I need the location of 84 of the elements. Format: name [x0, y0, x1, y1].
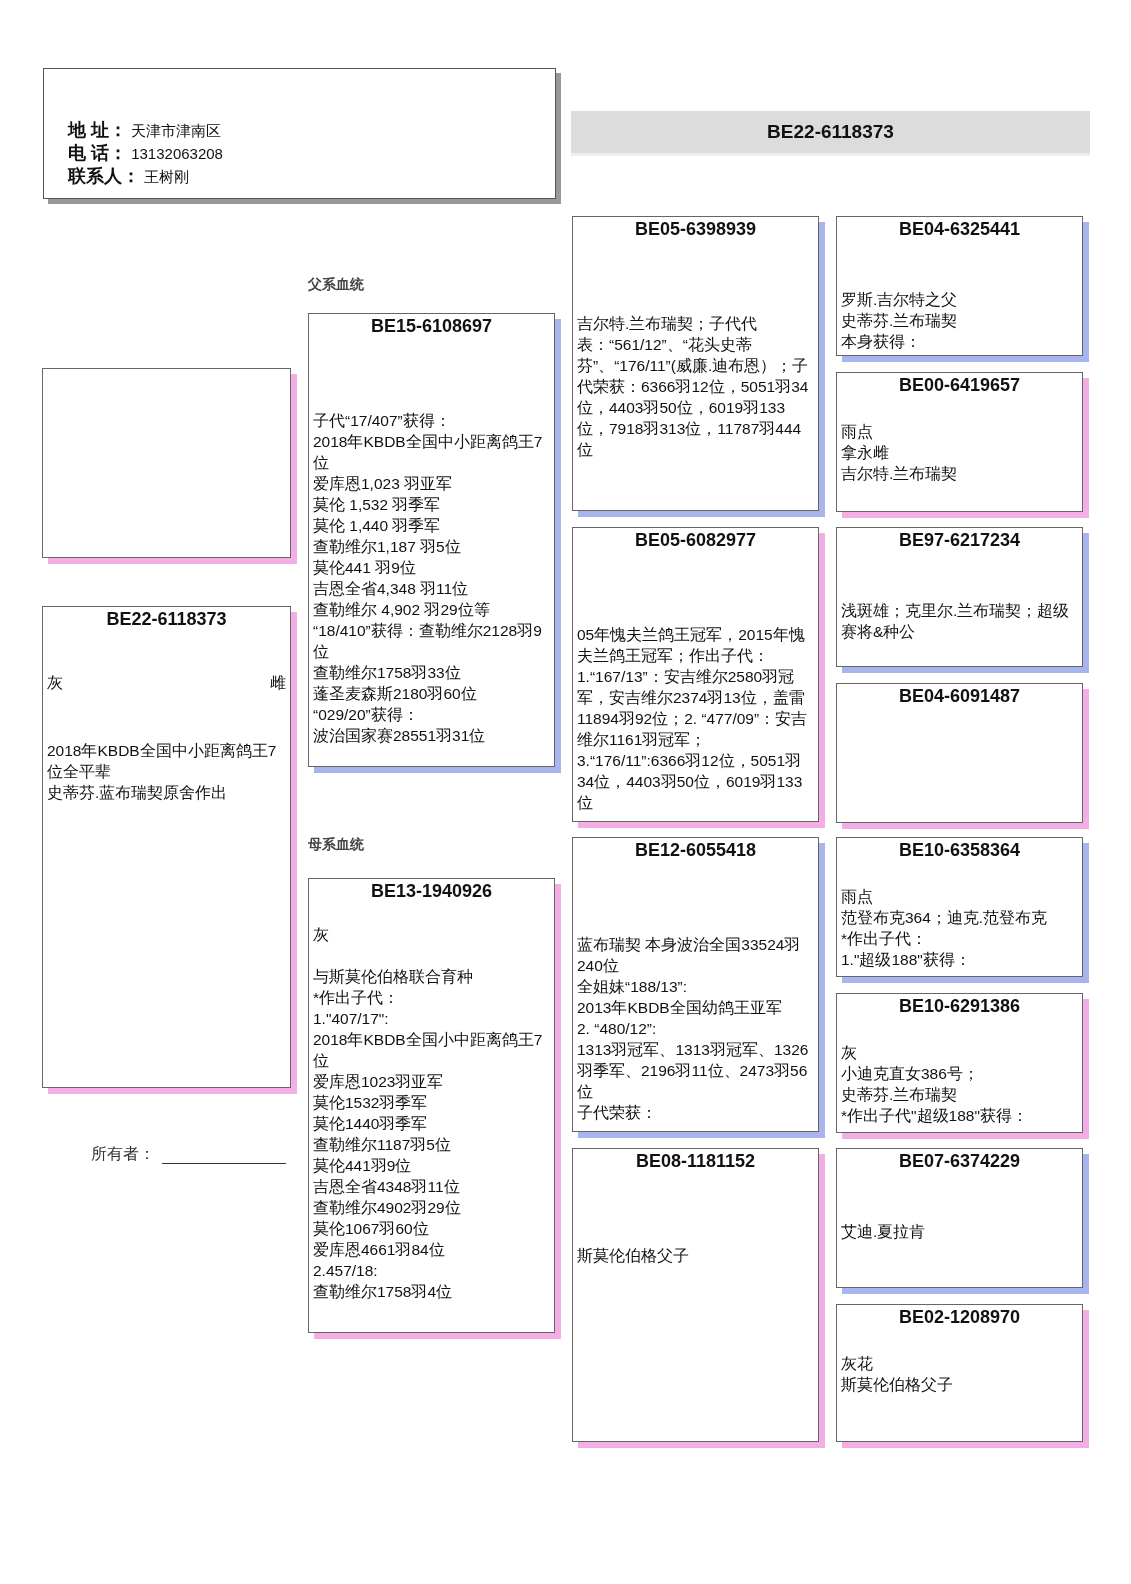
pedigree-note: 莫伦 1,440 羽季军 — [312, 516, 442, 536]
pedigree-note: 05年愧夫兰鸽王冠军，2015年愧夫兰鸽王冠军；作出子代：1.“167/13”：安吉维尔2580羽冠军，安吉维尔2374羽13位，盖雷11894羽92位；2. “477/09”：安吉维尔1161羽冠军；3.“176/11”:6366羽12位，5051羽34位，4403羽50位，6019羽133位 — [576, 625, 809, 813]
ring-number: BE00-6419657 — [897, 374, 1022, 396]
pedigree-note: 莫伦1440羽季军 — [312, 1114, 429, 1134]
pedigree-note: 拿永雌 — [840, 443, 890, 463]
pedigree-note: 浅斑雄；克里尔.兰布瑞契；超级赛将&种公 — [840, 601, 1071, 642]
pedigree-note: 灰 — [312, 925, 330, 945]
ring-number: BE10-6358364 — [897, 839, 1022, 861]
pedigree-note: 2013年KBDB全国幼鸽王亚军 — [576, 998, 783, 1018]
ring-number: BE02-1208970 — [897, 1306, 1022, 1328]
title-band — [571, 111, 1090, 156]
pedigree-note: 莫伦 1,532 羽季军 — [312, 495, 442, 515]
pedigree-note: 本身获得： — [840, 332, 922, 352]
pedigree-note: 爱库恩1,023 羽亚军 — [312, 474, 454, 494]
pedigree-note: 吉尔特.兰布瑞契 — [840, 464, 959, 484]
pedigree-note: “18/410”获得：查勒维尔2128羽9位 — [312, 621, 543, 662]
pedigree-note: 史蒂芬.兰布瑞契 — [840, 311, 959, 331]
ring-number: BE13-1940926 — [369, 880, 494, 902]
contact-line: 电 话： 13132063208 — [68, 142, 224, 165]
ring-number: BE12-6055418 — [633, 839, 758, 861]
pedigree-note: 莫伦1532羽季军 — [312, 1093, 429, 1113]
ring-number: BE22-6118373 — [767, 121, 894, 143]
ring-number: BE10-6291386 — [897, 995, 1022, 1017]
pedigree-note: 1."407/17": — [312, 1009, 390, 1029]
ring-number: BE04-6325441 — [897, 218, 1022, 240]
pedigree-note: 斯莫伦伯格父子 — [840, 1375, 954, 1395]
contact-line: 联系人： 王树刚 — [68, 165, 191, 188]
pedigree-note: 雨点 — [840, 887, 874, 907]
pedigree-note: 艾迪.夏拉肯 — [840, 1222, 927, 1242]
pedigree-note: 范登布克364；迪克.范登布克 — [840, 908, 1049, 928]
pedigree-note: 小迪克直女386号； — [840, 1064, 980, 1084]
pedigree-note: 查勒维尔1187羽5位 — [312, 1135, 452, 1155]
pedigree-note: 2018年KBDB全国中小距离鸽王7位全平辈 — [46, 741, 278, 782]
pedigree-note: 莫伦441羽9位 — [312, 1156, 413, 1176]
pedigree-note: 罗斯.吉尔特之父 — [840, 290, 959, 310]
pedigree-note: 全姐妹“188/13”: — [576, 977, 689, 997]
ring-number: BE07-6374229 — [897, 1150, 1022, 1172]
ring-number: BE05-6082977 — [633, 529, 758, 551]
ring-number: BE97-6217234 — [897, 529, 1022, 551]
pedigree-note: “029/20”获得： — [312, 705, 420, 725]
pedigree-note: 2018年KBDB全国小中距离鸽王7 位 — [312, 1030, 544, 1071]
pedigree-note: 查勒维尔4902羽29位 — [312, 1198, 462, 1218]
pedigree-note: 爱库恩1023羽亚军 — [312, 1072, 445, 1092]
pedigree-note: 莫伦441 羽9位 — [312, 558, 417, 578]
pedigree-note: 2018年KBDB全国中小距离鸽王7位 — [312, 432, 544, 473]
pedigree-note: 史蒂芬.兰布瑞契 — [840, 1085, 959, 1105]
pedigree-note: 吉恩全省4,348 羽11位 — [312, 579, 470, 599]
pedigree-note: 爱库恩4661羽84位 — [312, 1240, 446, 1260]
pedigree-note: 查勒维尔1758羽33位 — [312, 663, 462, 683]
pedigree-note: 斯莫伦伯格父子 — [576, 1246, 690, 1266]
pedigree-note: 查勒维尔 4,902 羽29位等 — [312, 600, 491, 620]
sex-note: 雌 — [270, 673, 286, 693]
pedigree-note: 雨点 — [840, 422, 874, 442]
pedigree-note: 蓬圣麦森斯2180羽60位 — [312, 684, 478, 704]
ring-number: BE04-6091487 — [897, 685, 1022, 707]
pedigree-note: 史蒂芬.蓝布瑞契原舍作出 — [46, 783, 229, 803]
pedigree-note: 灰花 — [840, 1354, 874, 1374]
pedigree-note: 灰 — [840, 1043, 858, 1063]
color-note: 灰 — [47, 673, 63, 693]
pedigree-note: 2. “480/12”: — [576, 1019, 658, 1039]
ring-number: BE08-1181152 — [634, 1150, 757, 1172]
section-label: 母系血统 — [308, 836, 364, 854]
pedigree-note: 波治国家赛28551羽31位 — [312, 726, 487, 746]
pedigree-note: *作出子代"超级188"获得： — [840, 1106, 1029, 1126]
pedigree-note: 1313羽冠军、1313羽冠军、1326羽季军、2196羽11位、2473羽56位 — [576, 1040, 810, 1102]
ring-number: BE05-6398939 — [633, 218, 758, 240]
owner-label: 所有者： — [91, 1144, 155, 1164]
pedigree-note: 子代“17/407”获得： — [312, 411, 452, 431]
pedigree-note: *作出子代： — [312, 988, 401, 1008]
pedigree-note: 2.457/18: — [312, 1261, 379, 1281]
pedigree-note: 吉尔特.兰布瑞契；子代代表：“561/12”、“花头史蒂芬”、“176/11”(威廉.迪布恩）；子代荣获：6366羽12位，5051羽34位，4403羽50位，6019羽133位，7918羽313位，11787羽444位 — [576, 314, 810, 460]
section-label: 父系血统 — [308, 276, 364, 294]
pedigree-note: 蓝布瑞契 本身波治全国33524羽240位 — [576, 935, 802, 976]
pedigree-note: 吉恩全省4348羽11位 — [312, 1177, 461, 1197]
pedigree-note: 子代荣获： — [576, 1103, 658, 1123]
ring-number: BE15-6108697 — [369, 315, 494, 337]
pedigree-note: 莫伦1067羽60位 — [312, 1219, 430, 1239]
pedigree-note: 1."超级188"获得： — [840, 950, 972, 970]
pedigree-note: 查勒维尔1,187 羽5位 — [312, 537, 462, 557]
pedigree-note: 与斯莫伦伯格联合育种 — [312, 967, 474, 987]
pedigree-note: 查勒维尔1758羽4位 — [312, 1282, 454, 1302]
contact-line: 地 址： 天津市津南区 — [68, 119, 223, 142]
ring-number: BE22-6118373 — [105, 608, 228, 630]
pedigree-note: *作出子代： — [840, 929, 929, 949]
